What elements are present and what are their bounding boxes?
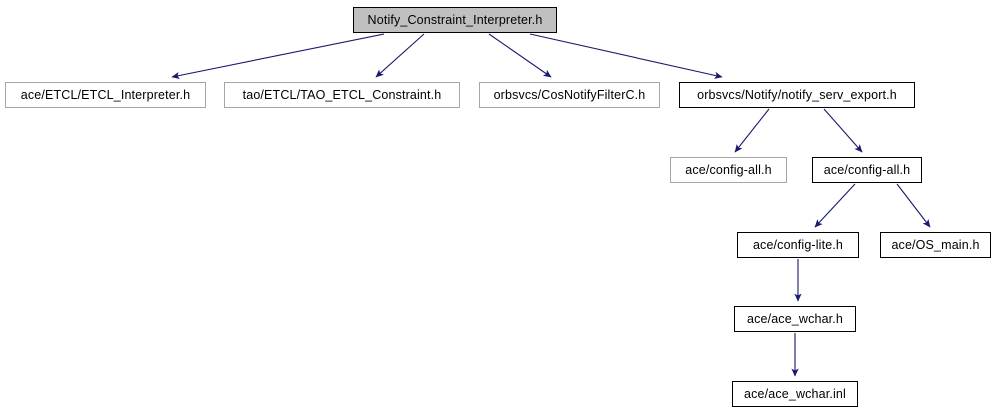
graph-node-tao_etcl_constraint[interactable]: tao/ETCL/TAO_ETCL_Constraint.h: [224, 82, 460, 108]
graph-node-ace_wchar_h[interactable]: ace/ace_wchar.h: [734, 306, 856, 332]
graph-node-label: ace/ace_wchar.h: [746, 311, 844, 326]
graph-node-etcl_interpreter[interactable]: ace/ETCL/ETCL_Interpreter.h: [5, 82, 206, 108]
graph-node-label: ace/ETCL/ETCL_Interpreter.h: [20, 87, 191, 102]
graph-node-cosnotifyfilterc[interactable]: orbsvcs/CosNotifyFilterC.h: [479, 82, 660, 108]
graph-node-ace_wchar_inl[interactable]: ace/ace_wchar.inl: [732, 381, 858, 407]
graph-node-label: orbsvcs/CosNotifyFilterC.h: [493, 87, 646, 102]
graph-edge-root-to-notify_serv_export: [529, 33, 723, 79]
graph-node-label: ace/config-all.h: [685, 162, 772, 177]
graph-node-config_all_right[interactable]: ace/config-all.h: [812, 157, 922, 183]
graph-edge-notify_serv_export-to-config_all_right: [823, 108, 863, 153]
graph-node-label: ace/OS_main.h: [891, 237, 980, 252]
graph-node-label: ace/config-lite.h: [752, 237, 844, 252]
graph-node-label: ace/config-all.h: [823, 162, 911, 177]
graph-node-label: Notify_Constraint_Interpreter.h: [367, 12, 543, 27]
graph-edge-root-to-etcl_interpreter: [171, 33, 385, 80]
graph-node-config_lite[interactable]: ace/config-lite.h: [737, 232, 859, 258]
graph-node-label: ace/ace_wchar.inl: [744, 386, 846, 401]
graph-node-config_all_left[interactable]: ace/config-all.h: [670, 157, 787, 183]
graph-node-os_main[interactable]: ace/OS_main.h: [880, 232, 991, 258]
graph-edge-root-to-cosnotifyfilterc: [488, 33, 552, 78]
graph-node-label: orbsvcs/Notify/notify_serv_export.h: [697, 87, 897, 102]
graph-edge-config_all_right-to-os_main: [896, 183, 931, 228]
graph-edge-root-to-tao_etcl_constraint: [375, 33, 425, 78]
graph-edge-notify_serv_export-to-config_all_left: [734, 108, 770, 153]
graph-node-label: tao/ETCL/TAO_ETCL_Constraint.h: [242, 87, 442, 102]
graph-node-root[interactable]: Notify_Constraint_Interpreter.h: [353, 7, 557, 33]
graph-node-notify_serv_export[interactable]: orbsvcs/Notify/notify_serv_export.h: [679, 82, 915, 108]
edge-group: [171, 33, 931, 377]
graph-edge-config_all_right-to-config_lite: [814, 183, 856, 228]
